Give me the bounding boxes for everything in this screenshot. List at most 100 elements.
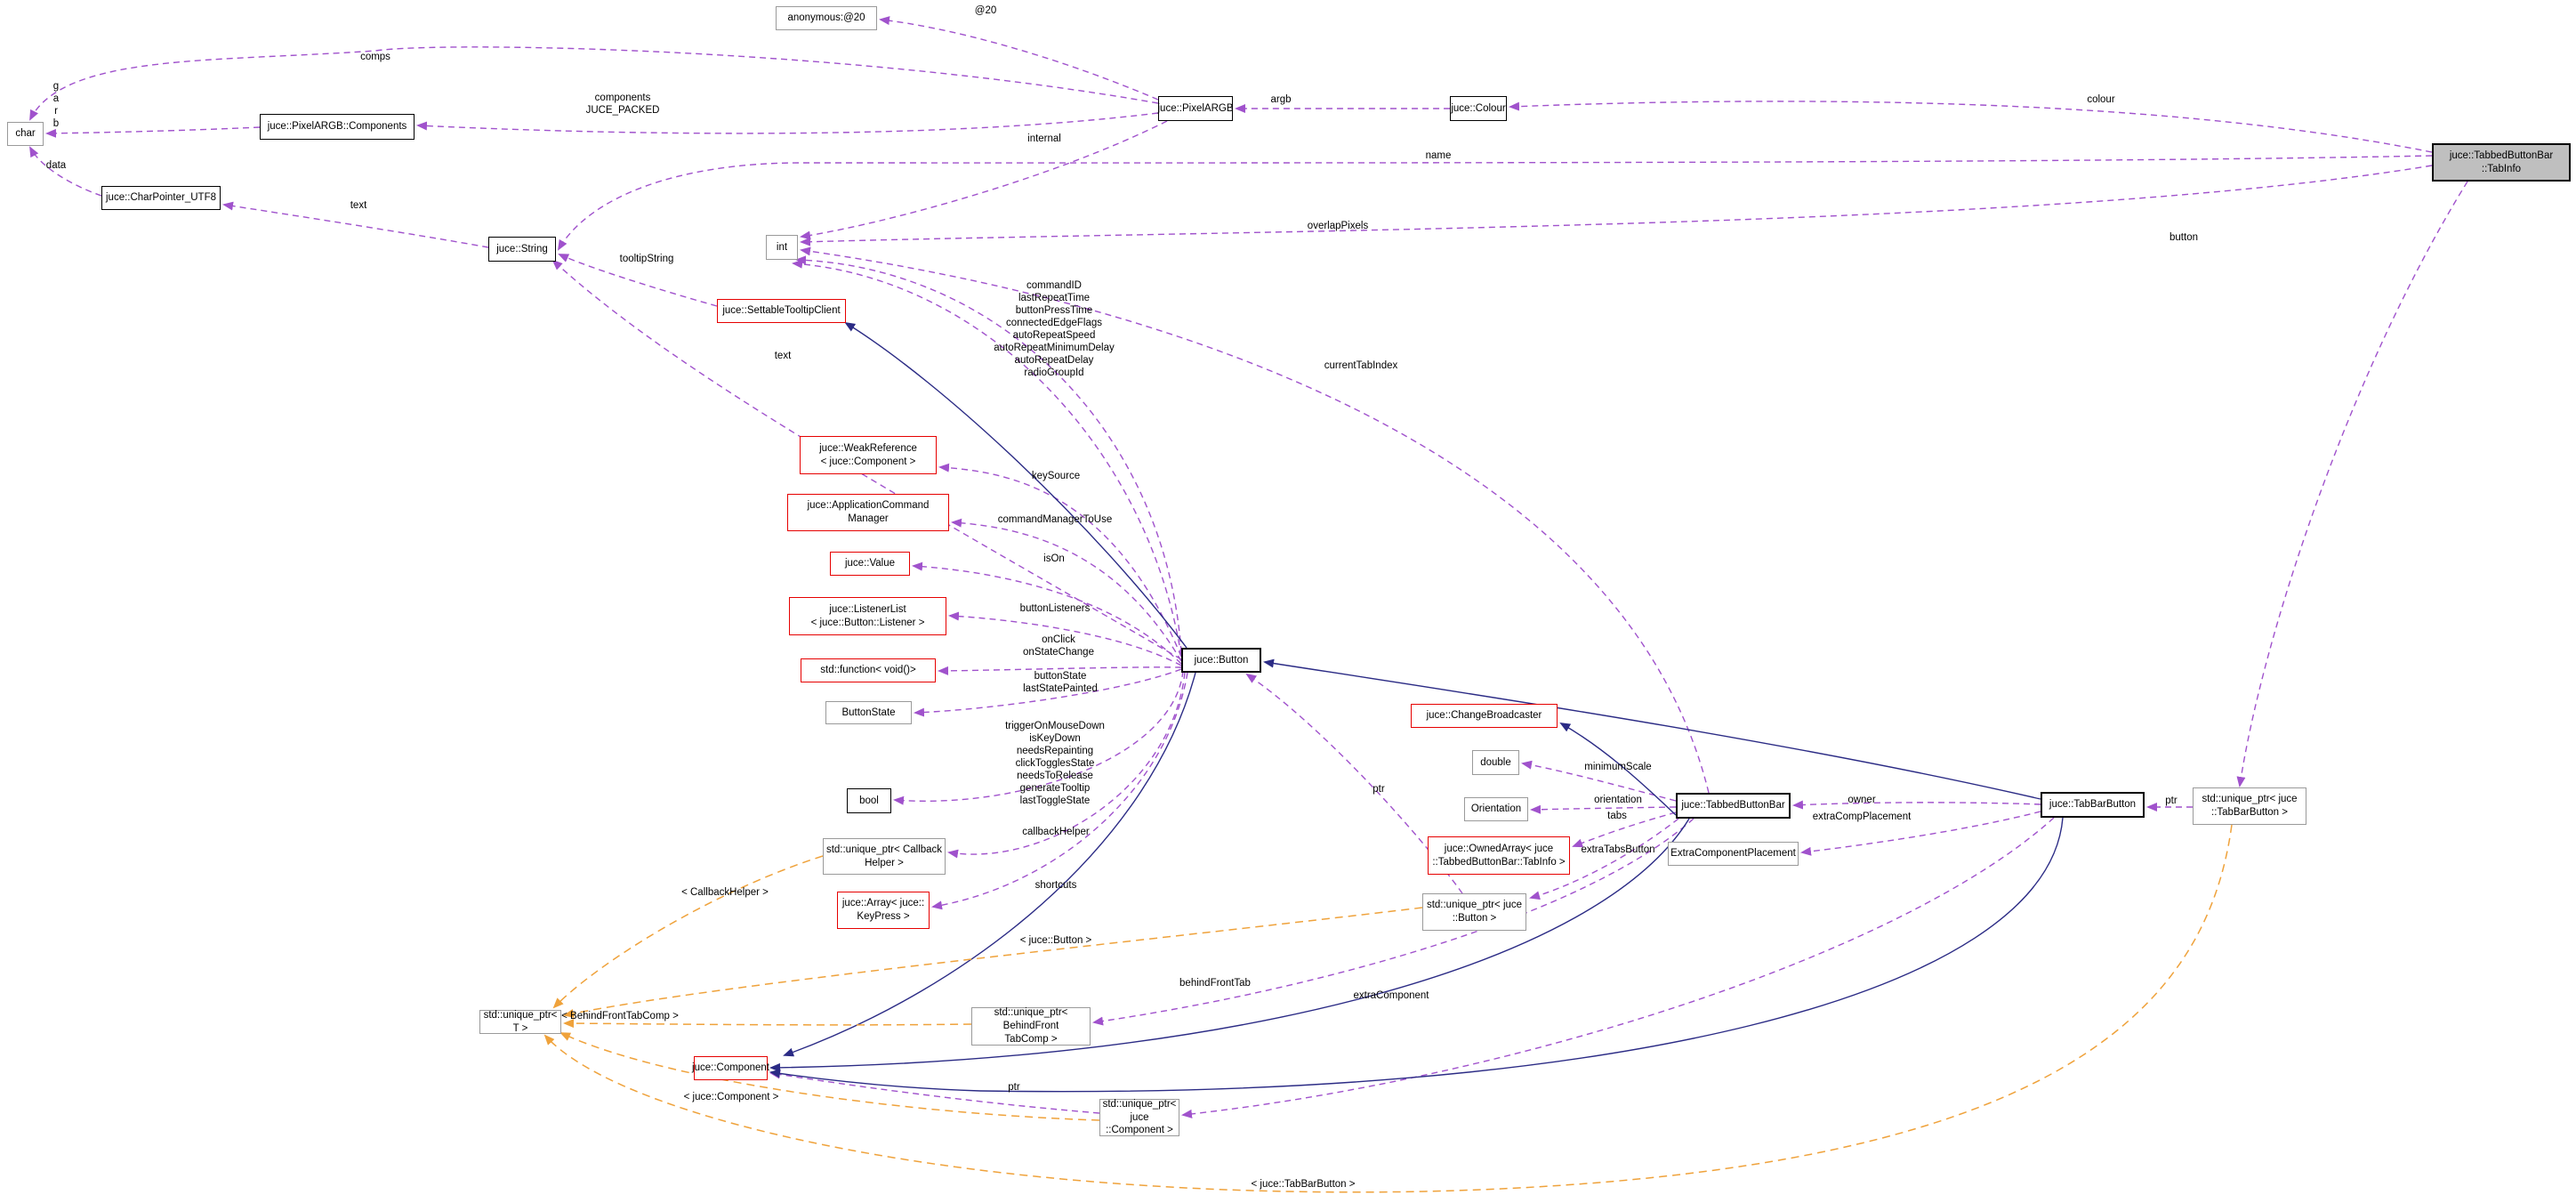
edge-label-minimum-scale: minimumScale <box>1584 762 1652 772</box>
edge <box>947 672 1186 859</box>
edge-label-tpl-callback-helper: < CallbackHelper > <box>681 887 769 898</box>
edge <box>912 561 1182 665</box>
node-array-keypress[interactable]: juce::Array< juce:: KeyPress > <box>837 892 930 929</box>
edge <box>800 120 1168 240</box>
node-orientation[interactable]: Orientation <box>1464 797 1528 821</box>
node-double[interactable]: double <box>1472 750 1519 775</box>
node-uptr-callback-helper[interactable]: std::unique_ptr< Callback Helper > <box>823 838 946 875</box>
edge-label-command-manager-to-use: commandManagerToUse <box>997 514 1113 525</box>
edge-label-button: button <box>2169 232 2198 243</box>
node-uptr-button[interactable]: std::unique_ptr< juce ::Button > <box>1422 893 1526 931</box>
edge-label-data: data <box>45 160 67 171</box>
node-int[interactable]: int <box>766 235 798 260</box>
edge <box>769 818 1690 1072</box>
edge-label-tooltip-string: tooltipString <box>619 254 674 264</box>
edge-label-callback-helper: callbackHelper <box>1022 827 1090 837</box>
edge <box>552 855 824 1009</box>
edge <box>1530 804 1677 814</box>
edge <box>795 255 1182 653</box>
edge-label-text-string: text <box>350 200 367 211</box>
node-application-command-manager[interactable]: juce::ApplicationCommand Manager <box>787 494 949 531</box>
edge-label-argb: argb <box>1270 94 1292 105</box>
edge-label-tpl-tab-bar-button: < juce::TabBarButton > <box>1251 1179 1356 1190</box>
edge <box>1092 818 1695 1026</box>
node-change-broadcaster[interactable]: juce::ChangeBroadcaster <box>1411 704 1558 728</box>
node-uptr-tab-bar-button[interactable]: std::unique_ptr< juce ::TabBarButton > <box>2193 787 2306 825</box>
node-owned-array[interactable]: juce::OwnedArray< juce ::TabbedButtonBar… <box>1428 836 1570 875</box>
node-pixel-argb[interactable]: juce::PixelARGB <box>1158 96 1234 121</box>
edge <box>844 321 1187 649</box>
edge <box>1181 817 2055 1118</box>
edge-label-owner: owner <box>1847 795 1876 805</box>
edge-label-internal: internal <box>1027 133 1061 144</box>
edge <box>1792 800 2041 810</box>
edge <box>29 146 102 197</box>
edge <box>1529 818 1679 900</box>
edge <box>948 611 1182 666</box>
node-listener-list[interactable]: juce::ListenerList < juce::Button::Liste… <box>789 597 946 635</box>
node-weak-reference[interactable]: juce::WeakReference < juce::Component > <box>800 436 937 474</box>
node-bool[interactable]: bool <box>847 788 891 813</box>
edge-label-ptr-component: ptr <box>1008 1082 1020 1093</box>
edge <box>792 259 1182 657</box>
edge-label-components-packed: components JUCE_PACKED <box>585 93 660 117</box>
node-settable-tooltip-client[interactable]: juce::SettableTooltipClient <box>717 299 846 323</box>
node-pixel-components[interactable]: juce::PixelARGB::Components <box>260 114 415 140</box>
edge-label-text-button: text <box>774 351 792 361</box>
edge-label-colour: colour <box>2087 94 2115 105</box>
edge <box>222 201 489 248</box>
edge-label-on-click-block: onClick onStateChange <box>1023 634 1094 658</box>
edge-label-orientation: orientation <box>1594 795 1642 805</box>
edge-label-garb: g a r b <box>52 81 60 130</box>
edge-label-ptr-tab-bar: ptr <box>2165 795 2178 806</box>
edge <box>893 670 1184 805</box>
edge <box>559 1032 1100 1121</box>
node-std-function[interactable]: std::function< void()> <box>801 658 936 682</box>
edge-label-shortcuts: shortcuts <box>1034 880 1077 891</box>
edge-label-tpl-juce-component: < juce::Component > <box>683 1092 779 1102</box>
node-colour[interactable]: juce::Colour <box>1450 96 1507 121</box>
node-uptr-behind-front[interactable]: std::unique_ptr< BehindFront TabComp > <box>971 1007 1091 1046</box>
edge-label-at20: @20 <box>974 5 997 16</box>
node-tab-info[interactable]: juce::TabbedButtonBar ::TabInfo <box>2432 143 2571 182</box>
node-extra-component-placement[interactable]: ExtraComponentPlacement <box>1668 842 1799 866</box>
edge <box>1509 101 2433 153</box>
edge <box>951 518 1182 662</box>
edge-label-extra-component: extraComponent <box>1353 990 1429 1001</box>
node-component[interactable]: juce::Component <box>692 1056 769 1080</box>
node-string[interactable]: juce::String <box>488 237 556 262</box>
edge <box>1559 723 1677 816</box>
edge <box>879 16 1159 101</box>
node-uptr-component[interactable]: std::unique_ptr< juce ::Component > <box>1099 1099 1179 1136</box>
edge <box>2236 181 2468 787</box>
node-tabbed-button-bar[interactable]: juce::TabbedButtonBar <box>1676 793 1791 819</box>
node-tab-bar-button[interactable]: juce::TabBarButton <box>2041 792 2145 818</box>
edge <box>1800 811 2041 856</box>
node-button-state[interactable]: ButtonState <box>825 701 912 724</box>
edge-label-tabs: tabs <box>1607 811 1627 821</box>
edge <box>769 1070 1100 1114</box>
edge <box>558 254 718 307</box>
edge-label-comps: comps <box>360 52 390 62</box>
node-char[interactable]: char <box>7 122 44 146</box>
edge <box>800 165 2433 246</box>
node-button[interactable]: juce::Button <box>1181 648 1261 673</box>
edge <box>563 1019 972 1029</box>
node-uptr-t[interactable]: std::unique_ptr< T > <box>479 1010 561 1034</box>
edge <box>557 155 2433 251</box>
node-value[interactable]: juce::Value <box>830 552 910 576</box>
node-anonymous-20[interactable]: anonymous:@20 <box>776 6 877 30</box>
edge <box>800 246 1710 794</box>
edge-label-extra-comp-placement: extraCompPlacement <box>1812 811 1912 822</box>
edge <box>1572 811 1677 848</box>
edge <box>938 463 1182 658</box>
edge-label-overlap-pixels: overlapPixels <box>1307 221 1369 231</box>
edge <box>543 824 2233 1193</box>
node-charpointer-utf8[interactable]: juce::CharPointer_UTF8 <box>101 186 221 210</box>
edge <box>938 666 1182 675</box>
edge <box>29 46 1159 121</box>
edge <box>45 126 261 138</box>
edge-label-key-source: keySource <box>1031 471 1081 481</box>
